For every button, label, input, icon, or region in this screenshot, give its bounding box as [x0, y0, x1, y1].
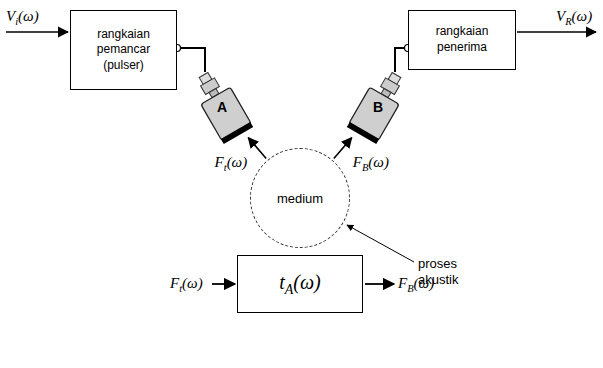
transmitter-box: rangkaian pemancar (pulser) — [70, 10, 177, 90]
node-text: A — [217, 99, 227, 115]
node-text: rangkaian pemancar (pulser) — [79, 27, 168, 74]
node-text: tA(ω) — [279, 269, 321, 299]
input-arrow — [212, 283, 235, 285]
node-text: rangkaian penerima — [417, 24, 507, 55]
transducer: A — [197, 72, 247, 142]
transfer-box: tA(ω) — [237, 255, 363, 313]
connector — [248, 138, 266, 159]
node-text: medium — [277, 191, 323, 206]
signal-label: VR(ω) — [556, 8, 592, 28]
node-text: B — [373, 99, 383, 115]
output-arrow — [365, 283, 394, 285]
connector — [334, 138, 352, 159]
force-label: Ft(ω) — [215, 154, 248, 174]
signal-label: Ft(ω) — [170, 275, 203, 295]
output-arrow — [517, 31, 596, 33]
signal-label: Vi(ω) — [6, 8, 39, 28]
input-arrow — [6, 31, 68, 33]
transducer: B — [353, 72, 403, 142]
medium-circle: medium — [250, 148, 350, 248]
signal-label: FB(ω) — [398, 275, 434, 295]
receiver-box: rangkaian penerima — [408, 10, 516, 70]
connector — [174, 45, 206, 73]
force-label: FB(ω) — [353, 154, 389, 174]
